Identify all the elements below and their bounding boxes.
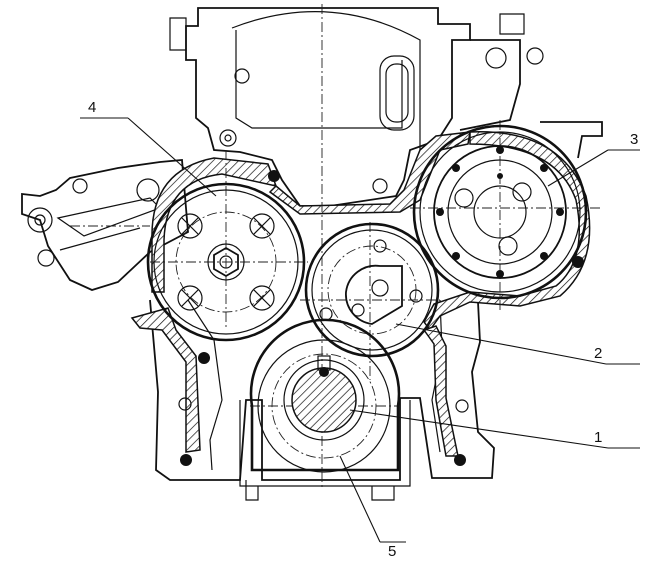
callout-3: 3 xyxy=(630,131,638,148)
callout-1: 1 xyxy=(594,429,602,446)
leader-lines xyxy=(80,117,640,543)
callout-4: 4 xyxy=(88,99,96,116)
gear-4 xyxy=(146,182,306,342)
callouts: 4 3 2 1 5 xyxy=(88,99,638,560)
gear-3 xyxy=(412,124,588,300)
gear-2 xyxy=(304,222,440,358)
crankshaft-gear xyxy=(249,318,401,473)
bolt-holes xyxy=(178,68,584,466)
callout-5: 5 xyxy=(388,543,396,560)
engine-block-outline xyxy=(21,7,603,501)
callout-2: 2 xyxy=(594,345,602,362)
